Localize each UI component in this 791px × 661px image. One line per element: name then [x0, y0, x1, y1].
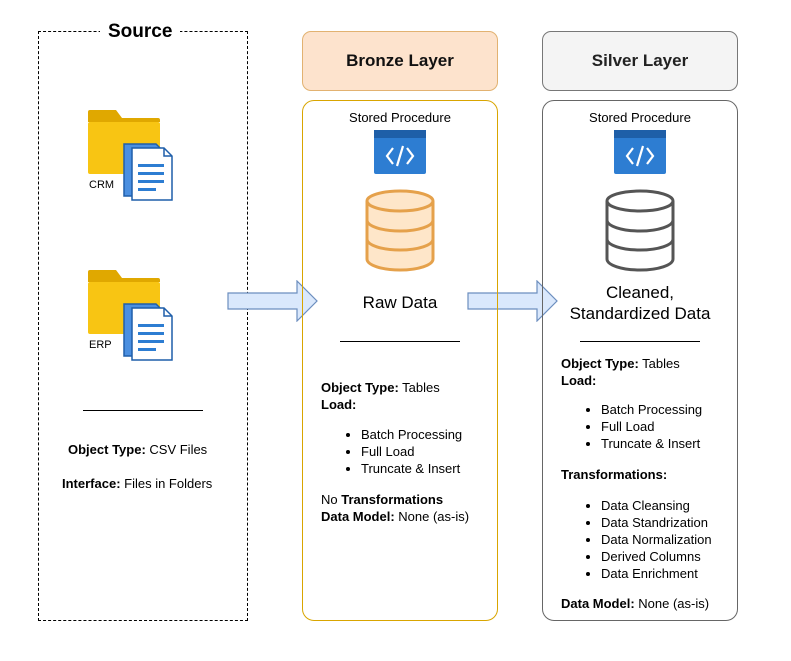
- list-item: Batch Processing: [601, 401, 702, 418]
- source-divider: [83, 410, 203, 411]
- bronze-object-type-label: Object Type:: [321, 380, 399, 395]
- list-item: Full Load: [361, 443, 462, 460]
- erp-label: ERP: [89, 339, 112, 351]
- arrow-right-icon: [227, 280, 318, 322]
- crm-label: CRM: [89, 179, 115, 191]
- list-item: Truncate & Insert: [601, 435, 702, 452]
- bronze-data-model-value: None (as-is): [394, 509, 470, 524]
- bronze-transformations: No Transformations: [321, 491, 443, 508]
- erp-folder-icon: [88, 270, 173, 361]
- source-object-type-label: Object Type:: [68, 442, 146, 457]
- crm-folder-icon: [88, 110, 173, 201]
- arrow-right-icon: [467, 280, 558, 322]
- bronze-data-title: Raw Data: [362, 293, 438, 312]
- source-object-type-value: CSV Files: [145, 442, 208, 457]
- bronze-object-type-value: Tables: [398, 380, 440, 395]
- source-interface: Interface: Files in Folders: [62, 475, 212, 492]
- document-icon: [123, 303, 173, 361]
- list-item: Batch Processing: [361, 426, 462, 443]
- list-item: Full Load: [601, 418, 702, 435]
- silver-object-type-value: Tables: [638, 356, 680, 371]
- list-item: Data Normalization: [601, 531, 712, 548]
- bronze-object-type: Object Type: Tables: [321, 379, 440, 396]
- bronze-load-label: Load:: [321, 397, 357, 412]
- code-icon: [614, 130, 666, 174]
- source-interface-label: Interface:: [62, 476, 121, 491]
- bronze-layer-header: Bronze Layer: [302, 31, 498, 91]
- bronze-layer-panel: [302, 100, 498, 621]
- list-item: Data Enrichment: [601, 565, 712, 582]
- silver-divider: [580, 341, 700, 342]
- database-icon: [365, 189, 435, 272]
- bronze-divider: [340, 341, 460, 342]
- bronze-data-model-label: Data Model:: [321, 509, 395, 524]
- list-item: Derived Columns: [601, 548, 712, 565]
- list-item: Data Standrization: [601, 514, 712, 531]
- database-icon: [605, 189, 675, 272]
- silver-data-model: Data Model: None (as-is): [561, 595, 709, 612]
- source-interface-value: Files in Folders: [120, 476, 213, 491]
- silver-layer-panel: [542, 100, 738, 621]
- silver-data-model-label: Data Model:: [561, 596, 635, 611]
- silver-object-type-label: Object Type:: [561, 356, 639, 371]
- list-item: Truncate & Insert: [361, 460, 462, 477]
- bronze-no-prefix: No: [321, 492, 342, 507]
- silver-load-list: Batch Processing Full Load Truncate & In…: [581, 401, 702, 452]
- silver-data-title: Cleaned, Standardized Data: [542, 282, 738, 324]
- silver-data-title-line2: Standardized Data: [569, 304, 711, 323]
- bronze-stored-procedure-label: Stored Procedure: [349, 110, 451, 125]
- silver-transformations-label: Transformations:: [561, 467, 668, 482]
- document-icon: [123, 143, 173, 201]
- silver-load-label: Load:: [561, 373, 597, 388]
- silver-stored-procedure-label: Stored Procedure: [589, 110, 691, 125]
- code-icon: [374, 130, 426, 174]
- silver-data-title-line1: Cleaned,: [605, 283, 675, 302]
- list-item: Data Cleansing: [601, 497, 712, 514]
- bronze-load-list: Batch Processing Full Load Truncate & In…: [341, 426, 462, 477]
- silver-transformations-list: Data Cleansing Data Standrization Data N…: [581, 497, 712, 582]
- silver-object-type: Object Type: Tables: [561, 355, 680, 372]
- bronze-transformations-label: Transformations: [341, 492, 444, 507]
- source-title: Source: [100, 20, 181, 44]
- silver-layer-header: Silver Layer: [542, 31, 738, 91]
- source-object-type: Object Type: CSV Files: [68, 441, 207, 458]
- silver-data-model-value: None (as-is): [634, 596, 710, 611]
- bronze-data-model: Data Model: None (as-is): [321, 508, 469, 525]
